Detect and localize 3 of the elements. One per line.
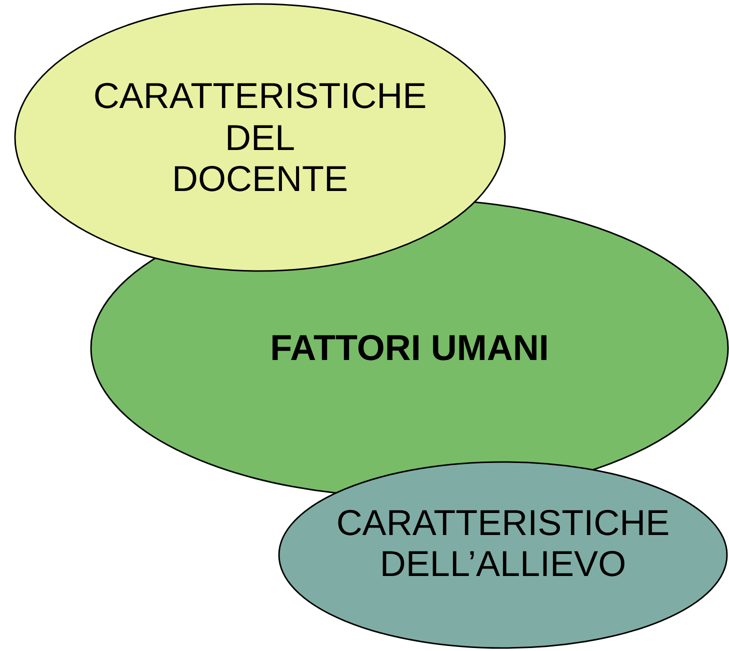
title-text: FATTORI UMANI	[270, 327, 549, 369]
node-text: CARATTERISTICHE DELL’ALLIEVO	[335, 502, 671, 584]
node-text: CARATTERISTICHE DEL DOCENTE	[92, 75, 428, 200]
